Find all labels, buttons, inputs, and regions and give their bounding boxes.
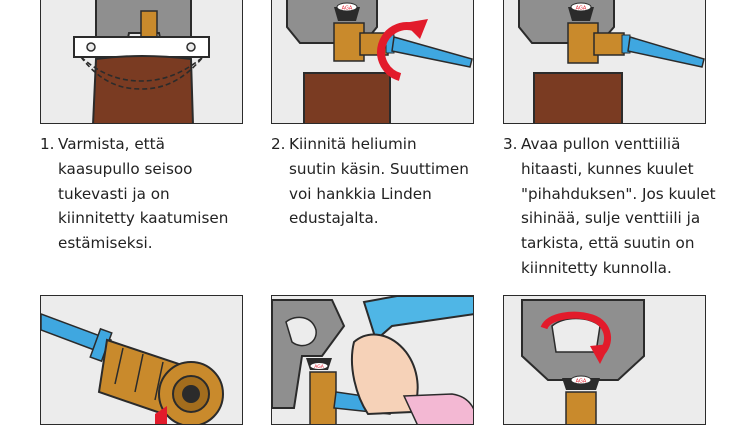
valve-brand-label: AGA — [576, 6, 587, 12]
step-1-number: 1. — [40, 135, 55, 153]
panel-2-attach-nozzle: AGA — [271, 0, 474, 124]
arrow-head-icon — [590, 344, 610, 364]
nozzle-closeup-illustration — [41, 313, 224, 424]
step-3-text: Avaa pullon venttiiliä hitaasti, kunnes … — [521, 135, 716, 277]
hand-illustration — [350, 333, 419, 416]
panel-6-close-valve: AGA — [503, 295, 706, 425]
attach-nozzle-illustration: AGA — [286, 0, 473, 123]
sleeve-illustration — [362, 296, 473, 342]
rotate-arrow-icon — [540, 311, 611, 357]
rotate-arrow-icon — [377, 22, 416, 81]
panel-4-nozzle-closeup — [40, 295, 243, 425]
panel-5-inflate-balloon: AGA — [271, 295, 474, 425]
step-2-number: 2. — [271, 135, 286, 153]
panel-3-open-valve: AGA — [503, 0, 706, 124]
panel-1-cylinder-chain — [40, 0, 243, 124]
inflate-balloon-illustration: AGA — [272, 296, 473, 424]
valve-brand-label: AGA — [576, 379, 587, 385]
cylinder-chain-illustration — [73, 0, 210, 123]
valve-brand-label: AGA — [314, 364, 324, 370]
balloon-illustration — [402, 393, 473, 424]
close-valve-illustration: AGA — [521, 299, 645, 424]
arrow-head-icon — [404, 19, 428, 39]
step-2-text: Kiinnitä heliumin suutin käsin. Suuttime… — [289, 135, 469, 228]
valve-brand-label: AGA — [342, 6, 353, 12]
open-valve-illustration: AGA — [518, 0, 705, 123]
step-1-text: Varmista, että kaasupullo seisoo tukevas… — [58, 135, 229, 253]
step-3-number: 3. — [503, 135, 518, 153]
